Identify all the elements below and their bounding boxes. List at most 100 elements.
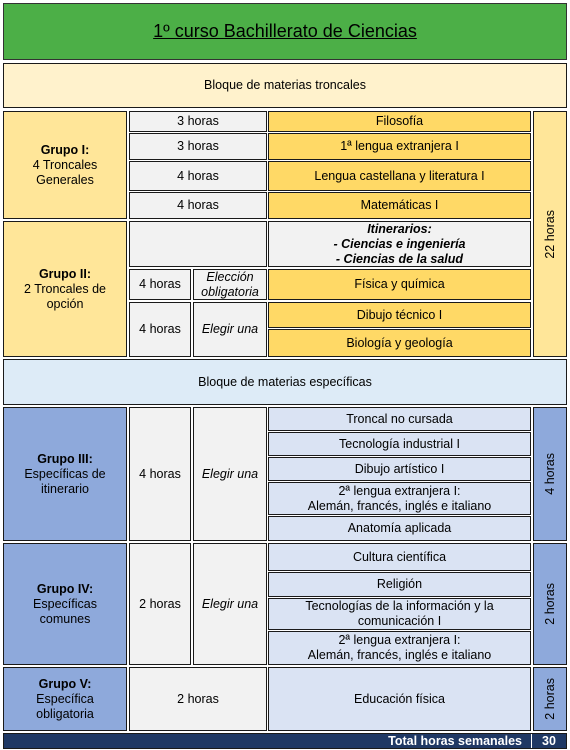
hours-label: 4 horas <box>139 277 181 291</box>
group-2-hours-cell: 4 horas <box>129 269 191 300</box>
group-5-title: Grupo V: <box>38 676 92 691</box>
group-1-hours-cell: 4 horas <box>129 192 267 219</box>
group-5-total-cell: 2 horas <box>533 667 567 731</box>
group-1-title: Grupo I: <box>40 142 90 157</box>
group-1-hours-cell: 4 horas <box>129 161 267 191</box>
subject-cell: Tecnologías de la información y la comun… <box>268 598 531 630</box>
section-especificas-label: Bloque de materias específicas <box>198 374 372 389</box>
subject-cell: 2ª lengua extranjera I: Alemán, francés,… <box>268 482 531 515</box>
itinerarios-cell: Itinerarios: - Ciencias e ingeniería - C… <box>268 221 531 267</box>
troncales-total-cell: 22 horas <box>533 111 567 357</box>
group-3-subtitle-1: Específicas de <box>24 466 106 481</box>
group-5-total-label: 2 horas <box>542 678 557 720</box>
subject-cell: Educación física <box>268 667 531 731</box>
group-1-subtitle-1: 4 Troncales <box>32 157 98 172</box>
hours-label: 4 horas <box>139 322 181 336</box>
rule-label-1: Elección <box>206 269 254 284</box>
subject-cell: Dibujo técnico I <box>268 302 531 328</box>
rule-label-2: obligatoria <box>201 284 259 299</box>
subject-cell: Lengua castellana y literatura I <box>268 161 531 191</box>
group-1-hours-cell: 3 horas <box>129 111 267 132</box>
group-2-subtitle-2: opción <box>46 296 84 311</box>
subject-cell: Cultura científica <box>268 543 531 571</box>
hours-label: 3 horas <box>177 139 219 153</box>
rule-cell: Elección obligatoria <box>193 269 267 300</box>
subject-label-line2: Alemán, francés, inglés e italiano <box>307 498 492 513</box>
group-1-hours-cell: 3 horas <box>129 133 267 160</box>
subject-label: Anatomía aplicada <box>347 521 452 535</box>
group-1-subtitle-2: Generales <box>36 172 94 187</box>
group-3-subtitle-2: itinerario <box>41 481 89 496</box>
group-5-subtitle-1: Específica <box>36 691 94 706</box>
hours-label: 4 horas <box>177 168 219 183</box>
page-title: 1º curso Bachillerato de Ciencias <box>3 3 567 60</box>
group-1-label: Grupo I: 4 Troncales Generales <box>3 111 127 219</box>
subject-label: Dibujo técnico I <box>356 307 443 322</box>
subject-label: Troncal no cursada <box>346 411 453 426</box>
hours-label: 4 horas <box>177 198 219 212</box>
group-5-label: Grupo V: Específica obligatoria <box>3 667 127 731</box>
rule-label: Elegir una <box>201 322 259 336</box>
footer-total-row: Total horas semanales 30 <box>3 733 567 749</box>
subject-cell: 2ª lengua extranjera I: Alemán, francés,… <box>268 631 531 665</box>
group-3-total-cell: 4 horas <box>533 407 567 541</box>
group-5-hours-cell: 2 horas <box>129 667 267 731</box>
subject-label-line1: 2ª lengua extranjera I: <box>338 483 461 498</box>
troncales-total-label: 22 horas <box>542 209 557 259</box>
itinerario-ciencias-salud: - Ciencias de la salud <box>335 251 464 266</box>
subject-label: Matemáticas I <box>360 198 439 212</box>
subject-label: Biología y geología <box>346 335 453 350</box>
page-title-text: 1º curso Bachillerato de Ciencias <box>153 21 417 41</box>
rule-cell: Elegir una <box>193 302 267 357</box>
subject-cell: Anatomía aplicada <box>268 516 531 541</box>
group-4-subtitle-2: comunes <box>39 611 91 626</box>
hours-label: 2 horas <box>139 596 181 611</box>
subject-cell: Biología y geología <box>268 329 531 357</box>
group-2-label: Grupo II: 2 Troncales de opción <box>3 221 127 357</box>
subject-cell: 1ª lengua extranjera I <box>268 133 531 160</box>
rule-cell: Elegir una <box>193 543 267 665</box>
subject-cell: Tecnología industrial I <box>268 432 531 456</box>
subject-label: Educación física <box>353 691 446 706</box>
group-3-title: Grupo III: <box>37 451 93 466</box>
group-4-hours-cell: 2 horas <box>129 543 191 665</box>
subject-cell: Matemáticas I <box>268 192 531 219</box>
subject-label: Tecnología industrial I <box>339 436 460 451</box>
group-4-label: Grupo IV: Específicas comunes <box>3 543 127 665</box>
group-2-hours-cell: 4 horas <box>129 302 191 357</box>
group-2-empty-cell <box>129 221 267 267</box>
hours-label: 4 horas <box>139 466 181 481</box>
rule-label: Elegir una <box>201 596 259 611</box>
group-4-total-cell: 2 horas <box>533 543 567 665</box>
itinerario-ciencias-ingenieria: - Ciencias e ingeniería <box>333 236 466 251</box>
group-3-total-label: 4 horas <box>542 453 557 495</box>
subject-label: Filosofía <box>375 114 424 128</box>
subject-label: Religión <box>376 577 423 591</box>
group-2-title: Grupo II: <box>38 266 92 281</box>
group-4-subtitle-1: Específicas <box>33 596 97 611</box>
section-header-especificas: Bloque de materias específicas <box>3 359 567 405</box>
group-4-total-label: 2 horas <box>542 583 557 625</box>
footer-total-label: Total horas semanales <box>388 734 522 748</box>
subject-cell: Filosofía <box>268 111 531 132</box>
rule-label: Elegir una <box>201 466 259 481</box>
subject-cell: Física y química <box>268 269 531 300</box>
group-3-hours-cell: 4 horas <box>129 407 191 541</box>
section-header-troncales: Bloque de materias troncales <box>3 63 567 108</box>
group-3-label: Grupo III: Específicas de itinerario <box>3 407 127 541</box>
group-2-subtitle-1: 2 Troncales de <box>24 281 106 296</box>
subject-cell: Troncal no cursada <box>268 407 531 431</box>
hours-label: 2 horas <box>177 691 219 706</box>
footer-total-value: 30 <box>542 734 556 748</box>
subject-label: Cultura científica <box>352 549 447 564</box>
subject-label: Dibujo artístico I <box>354 461 445 476</box>
subject-cell: Religión <box>268 572 531 597</box>
section-troncales-label: Bloque de materias troncales <box>204 78 366 92</box>
subject-label-line2: Alemán, francés, inglés e italiano <box>307 648 492 662</box>
subject-label-line2: comunicación I <box>357 614 442 628</box>
subject-label: Lengua castellana y literatura I <box>314 168 485 183</box>
subject-label: 1ª lengua extranjera I <box>340 139 459 153</box>
subject-label-line1: 2ª lengua extranjera I: <box>338 633 461 647</box>
footer-divider <box>531 734 532 748</box>
subject-label: Física y química <box>354 277 445 291</box>
